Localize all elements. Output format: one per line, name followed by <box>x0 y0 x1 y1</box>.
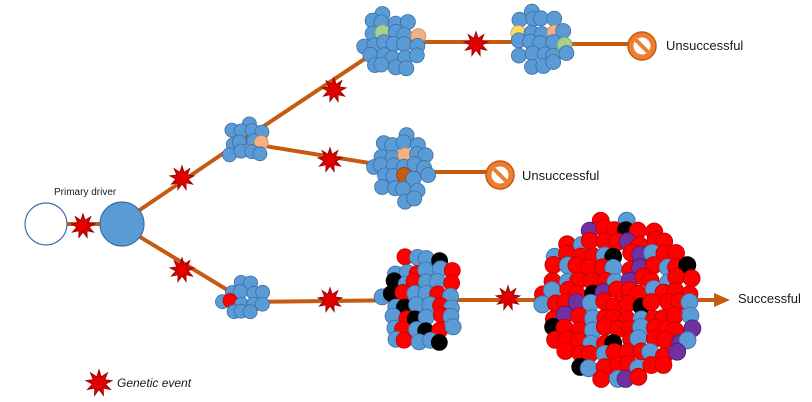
genetic-event-star-icon <box>69 212 97 239</box>
cell <box>399 14 416 30</box>
cell <box>580 231 599 250</box>
cluster-middle <box>366 127 437 210</box>
cell <box>242 304 258 320</box>
outcome-middle-label: Unsuccessful <box>522 168 599 183</box>
cell <box>678 331 697 350</box>
outcome-top-label: Unsuccessful <box>666 38 743 53</box>
successful-arrow-icon <box>714 293 730 307</box>
cell-clusters <box>24 3 702 388</box>
cell <box>533 10 549 27</box>
cluster-top-first <box>356 6 427 77</box>
unsuccessful-stop-icon <box>485 160 515 190</box>
cell <box>556 341 575 360</box>
genetic-event-star-icon <box>316 286 344 313</box>
cell <box>252 146 268 162</box>
cell <box>396 36 412 52</box>
cell <box>430 333 448 351</box>
cluster-lower-early <box>215 274 271 320</box>
cell <box>545 54 562 70</box>
cell <box>398 60 415 77</box>
genetic-event-star-icon <box>462 30 490 57</box>
cell <box>408 47 425 64</box>
cell <box>511 47 527 64</box>
unsuccessful-stop-icon <box>627 31 657 61</box>
cell <box>592 370 611 388</box>
cluster-top-second <box>510 3 575 75</box>
cell <box>682 269 701 288</box>
cell <box>373 56 390 73</box>
genetic-event-star-icon <box>84 368 114 397</box>
normal-cell <box>24 202 68 246</box>
genetic-event-star-icon <box>168 256 196 283</box>
cell <box>629 367 648 386</box>
cell <box>511 11 528 28</box>
cell <box>254 296 270 312</box>
outcome-bottom-label: Successful <box>738 291 801 306</box>
genetic-event-star-icon <box>494 284 522 311</box>
genetic-events <box>69 30 522 397</box>
cell <box>406 190 423 207</box>
cell <box>546 10 563 27</box>
cell <box>395 331 413 349</box>
legend-label: Genetic event <box>117 376 192 390</box>
primary-driver-label: Primary driver <box>54 187 117 198</box>
genetic-event-star-icon <box>316 146 344 173</box>
genetic-event-star-icon <box>168 164 196 191</box>
cluster-lower-mid <box>373 248 462 351</box>
cell <box>642 293 661 312</box>
cluster-successful-tumor <box>533 211 702 388</box>
genetic-event-star-icon <box>320 76 348 103</box>
cell <box>654 355 673 374</box>
cell <box>444 318 462 336</box>
cell <box>420 167 437 183</box>
driver-cell <box>99 201 145 247</box>
outcome-icons <box>485 31 657 190</box>
cluster-upper-early <box>222 116 270 163</box>
cell <box>558 45 575 61</box>
cell <box>668 342 687 361</box>
